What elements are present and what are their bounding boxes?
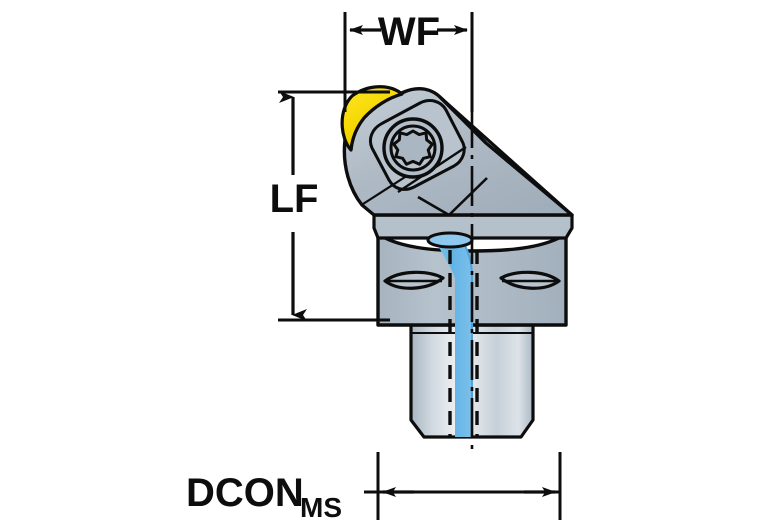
head-shade-line-3 (417, 195, 450, 217)
coolant-channel (426, 231, 474, 437)
round-insert (340, 85, 404, 152)
drive-slot-right (499, 270, 561, 290)
head-shade-line-4 (448, 177, 488, 216)
clamp-screw (382, 117, 444, 179)
torx-socket-icon (392, 129, 434, 166)
tool-assembly (340, 85, 574, 455)
coolant-port-opening (426, 231, 474, 249)
dimension-wf: WF (343, 10, 474, 112)
wf-label: WF (378, 10, 440, 54)
dimension-lf: LF (270, 90, 390, 322)
dcon-subscript-label: MS (300, 492, 342, 523)
lf-label: LF (270, 177, 319, 221)
dimension-dcon-ms: DCON MS (186, 452, 562, 523)
insert-inner-edge (349, 92, 403, 151)
head-top-diagonal (439, 96, 574, 217)
coolant-stream (437, 240, 472, 437)
drive-slot-left (383, 270, 445, 290)
dcon-label: DCON (186, 471, 304, 515)
hidden-bore-lines (448, 250, 479, 437)
